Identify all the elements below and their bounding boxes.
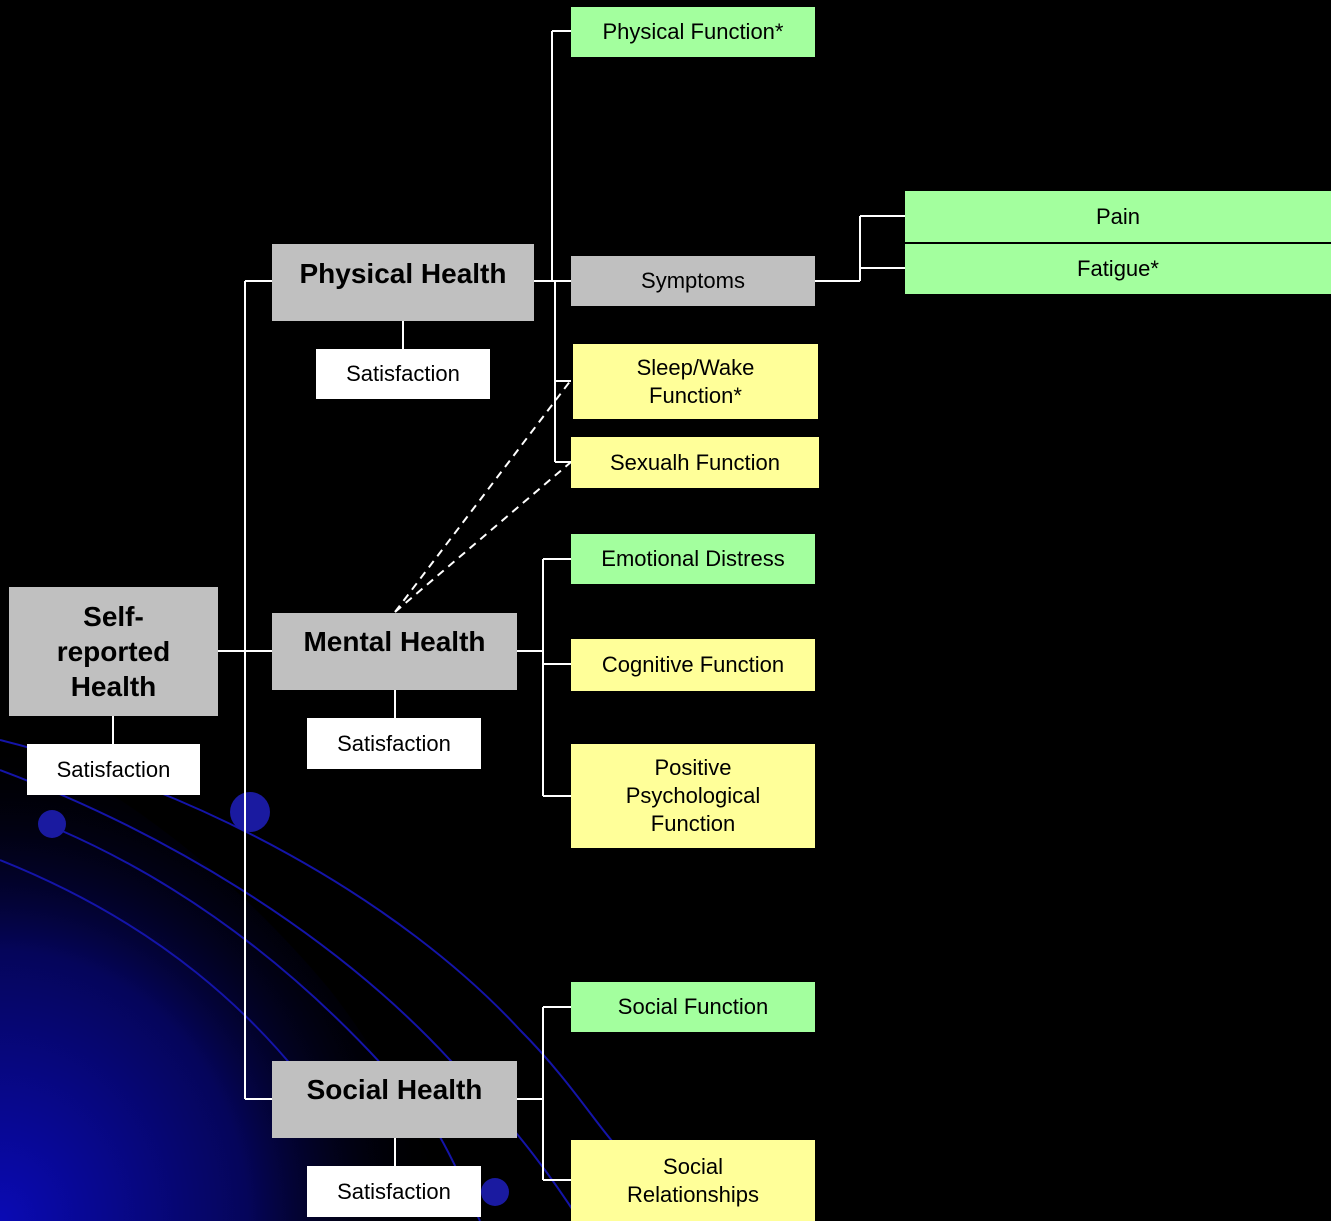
sexual-function-box: Sexualh Function [571,437,819,488]
self-reported-health-box: Self- reported Health [9,587,218,716]
social-relationships-box: Social Relationships [571,1140,815,1221]
positive-psychological-function-box: Positive Psychological Function [571,744,815,848]
symptoms-box: Symptoms [571,256,815,306]
emotional-distress-box: Emotional Distress [571,534,815,584]
cognitive-function-box: Cognitive Function [571,639,815,691]
social-function-box: Social Function [571,982,815,1032]
physical-satisfaction-box: Satisfaction [316,349,490,399]
pain-box: Pain [905,191,1331,242]
physical-function-box: Physical Function* [571,7,815,57]
social-satisfaction-box: Satisfaction [307,1166,481,1217]
social-health-box: Social Health [272,1061,517,1138]
fatigue-box: Fatigue* [905,244,1331,294]
sleep-wake-function-box: Sleep/Wake Function* [573,344,818,419]
root-satisfaction-box: Satisfaction [27,744,200,795]
mental-health-box: Mental Health [272,613,517,690]
physical-health-box: Physical Health [272,244,534,321]
mental-satisfaction-box: Satisfaction [307,718,481,769]
